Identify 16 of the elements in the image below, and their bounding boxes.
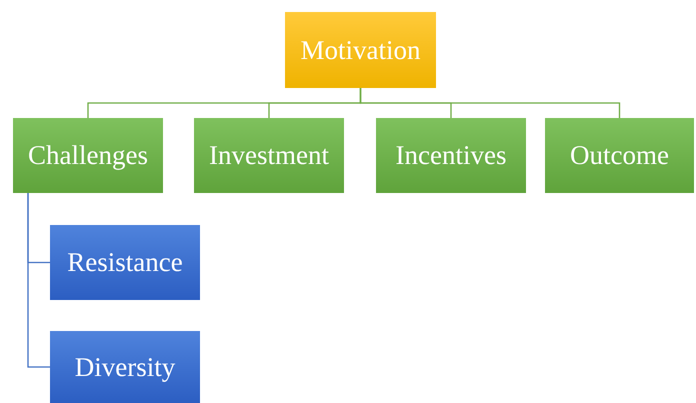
connector-line	[27, 193, 50, 368]
process-box	[194, 118, 344, 193]
box-label: Diversity	[74, 352, 176, 382]
process-box	[50, 225, 200, 300]
box-label: Challenges	[28, 140, 148, 171]
process-box	[13, 118, 163, 193]
box-label: Motivation	[300, 34, 420, 66]
process-box	[545, 118, 694, 193]
box-label: Investment	[209, 140, 329, 171]
box-label: Resistance	[67, 247, 183, 278]
process-box	[376, 118, 526, 193]
process-box	[50, 331, 200, 403]
box-label: Outcome	[570, 140, 669, 171]
box-label: Incentives	[396, 140, 506, 171]
process-box	[285, 12, 436, 88]
connector-line	[360, 88, 620, 118]
